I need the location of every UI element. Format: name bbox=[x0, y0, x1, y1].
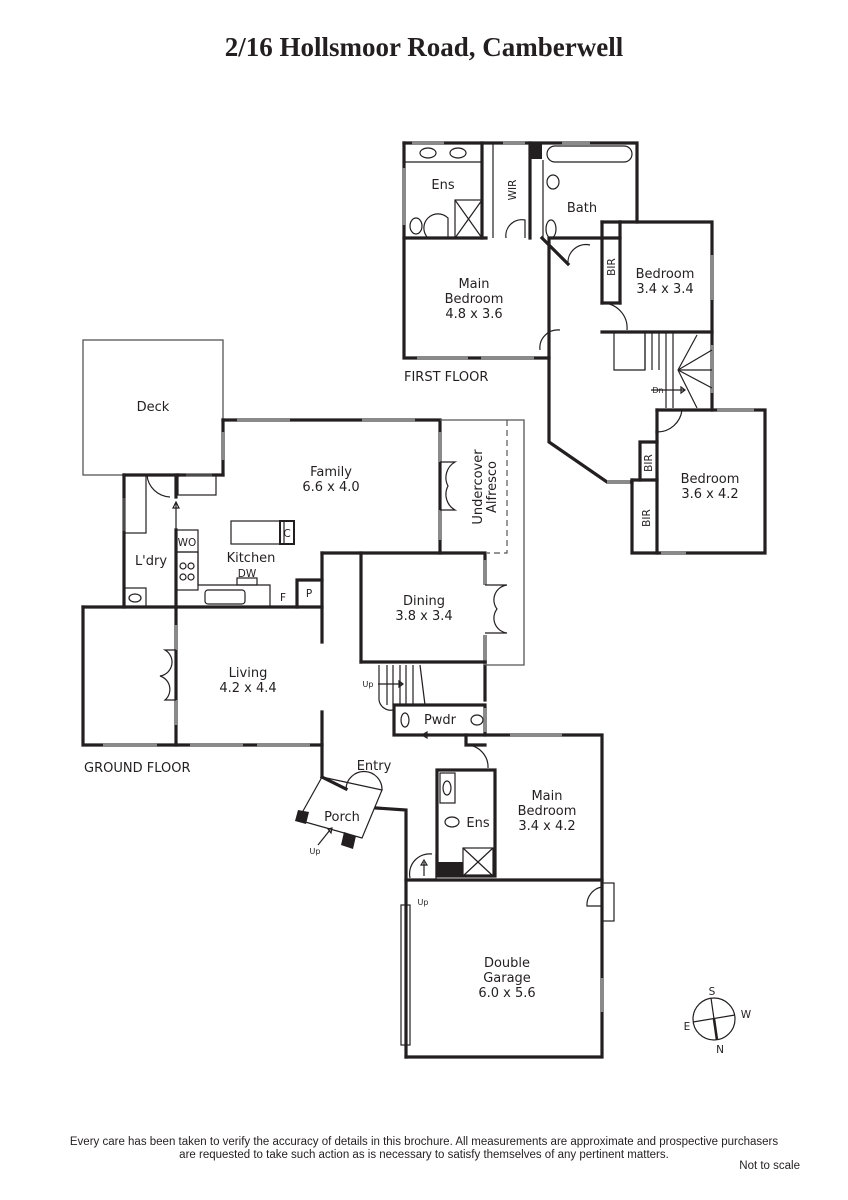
page-title: 2/16 Hollsmoor Road, Camberwell bbox=[224, 32, 624, 62]
room-label-bedroom-2: Bedroom bbox=[636, 267, 695, 282]
room-label-first-main-bedroom: Main bbox=[458, 277, 489, 292]
first-floor bbox=[402, 141, 767, 555]
compass-w: W bbox=[741, 1009, 752, 1021]
stairs-up-label: Up bbox=[363, 680, 374, 689]
garage-up-label: Up bbox=[418, 898, 429, 907]
room-label-alfresco: Alfresco bbox=[485, 461, 500, 513]
room-label-first-main-bedroom-line2: Bedroom bbox=[445, 292, 504, 307]
room-label-family: Family bbox=[310, 465, 352, 480]
label-p: P bbox=[306, 588, 312, 600]
room-size-first-main-bedroom: 4.8 x 3.6 bbox=[445, 307, 502, 322]
label-f: F bbox=[280, 592, 286, 604]
room-size-ground-main-bedroom: 3.4 x 4.2 bbox=[518, 819, 575, 834]
room-label-bir-2: BIR bbox=[643, 454, 655, 472]
room-size-garage: 6.0 x 5.6 bbox=[478, 986, 535, 1001]
room-label-first-ens: Ens bbox=[431, 178, 454, 193]
room-size-bedroom-3: 3.6 x 4.2 bbox=[681, 487, 738, 502]
not-to-scale-note: Not to scale bbox=[739, 1160, 800, 1172]
label-c: C bbox=[283, 528, 290, 540]
disclaimer-line-1: Every care has been taken to verify the … bbox=[69, 1136, 779, 1148]
floor-label-first: FIRST FLOOR bbox=[404, 370, 488, 385]
room-size-living: 4.2 x 4.4 bbox=[219, 681, 276, 696]
disclaimer: Every care has been taken to verify the … bbox=[0, 1136, 848, 1162]
room-label-porch: Porch bbox=[324, 810, 360, 825]
room-label-entry: Entry bbox=[357, 759, 392, 774]
room-label-wir: WIR bbox=[507, 180, 519, 201]
room-label-bir-3: BIR bbox=[641, 509, 653, 527]
compass-e: E bbox=[684, 1021, 691, 1033]
label-wo: WO bbox=[178, 537, 197, 549]
room-size-dining: 3.8 x 3.4 bbox=[395, 609, 452, 624]
room-label-ground-ens: Ens bbox=[466, 816, 489, 831]
room-label-bir-1: BIR bbox=[606, 258, 618, 276]
room-label-bath: Bath bbox=[567, 201, 597, 216]
room-label-undercover: Undercover bbox=[471, 449, 486, 525]
ground-floor bbox=[81, 339, 615, 1059]
compass-icon: S W E N bbox=[684, 986, 752, 1056]
room-label-garage: Double bbox=[484, 956, 530, 971]
room-label-dining: Dining bbox=[403, 594, 445, 609]
compass-s: S bbox=[709, 986, 716, 998]
room-label-ground-main-bedroom-line2: Bedroom bbox=[518, 804, 577, 819]
porch-up-label: Up bbox=[310, 847, 321, 856]
stairs-dn-label: Dn bbox=[652, 386, 663, 395]
room-label-deck: Deck bbox=[137, 400, 170, 415]
room-label-bedroom-3: Bedroom bbox=[681, 472, 740, 487]
room-size-family: 6.6 x 4.0 bbox=[302, 480, 359, 495]
room-label-ground-main-bedroom: Main bbox=[531, 789, 562, 804]
room-label-kitchen: Kitchen bbox=[227, 551, 276, 566]
disclaimer-line-2: are requested to take such action as is … bbox=[179, 1149, 669, 1161]
label-dw: DW bbox=[238, 568, 257, 580]
room-label-garage-line2: Garage bbox=[483, 971, 531, 986]
room-label-living: Living bbox=[229, 666, 268, 681]
room-size-bedroom-2: 3.4 x 3.4 bbox=[636, 282, 693, 297]
floor-label-ground: GROUND FLOOR bbox=[84, 761, 190, 776]
room-label-laundry: L'dry bbox=[135, 554, 167, 569]
compass-n: N bbox=[716, 1044, 724, 1056]
room-label-pwdr: Pwdr bbox=[424, 713, 457, 728]
